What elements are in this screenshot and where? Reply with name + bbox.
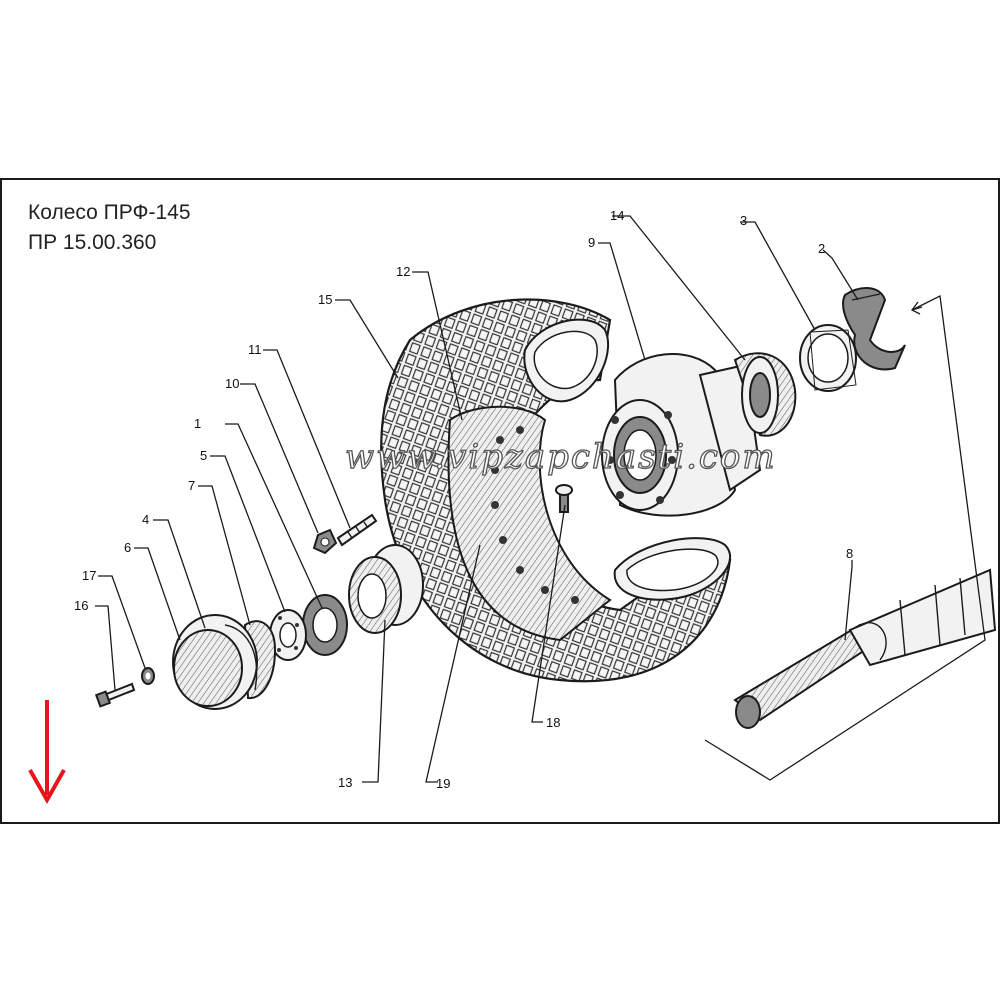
callout-10: 10: [225, 376, 239, 391]
leader-lines: [95, 215, 859, 783]
callout-1: 1: [194, 416, 201, 431]
callout-2: 2: [818, 241, 825, 256]
nut-part-10: [312, 528, 338, 555]
callout-4: 4: [142, 512, 149, 527]
flange-part-1: [302, 594, 348, 656]
callout-5: 5: [200, 448, 207, 463]
washer-part-5: [269, 609, 307, 661]
callout-14: 14: [610, 208, 624, 223]
bolt-part-16: [94, 682, 136, 708]
drawing-title: Колесо ПРФ-145 ПР 15.00.360: [28, 198, 191, 258]
callout-labels: 1 2 3 4 5 6 7 8 9 10 11 12 13 14 15 16 1…: [74, 208, 853, 791]
callout-3: 3: [740, 213, 747, 228]
callout-19: 19: [436, 776, 450, 791]
title-line-1: Колесо ПРФ-145: [28, 201, 191, 224]
callout-8: 8: [846, 546, 853, 561]
hub-cap-part-4: [172, 614, 277, 710]
callout-9: 9: [588, 235, 595, 250]
assembly-bracket: [704, 295, 986, 781]
tire-part-15: [380, 298, 732, 683]
bearing-ring-part-3: [799, 324, 857, 392]
axle-shaft-part-8: [733, 568, 997, 729]
callout-11: 11: [248, 342, 262, 357]
callout-18: 18: [546, 715, 560, 730]
callout-7: 7: [188, 478, 195, 493]
callout-12: 12: [396, 264, 410, 279]
callout-15: 15: [318, 292, 332, 307]
callout-13: 13: [338, 775, 352, 790]
callout-6: 6: [124, 540, 131, 555]
watermark-text: www.vipzapchasti.com: [345, 437, 777, 477]
callout-17: 17: [82, 568, 96, 583]
bearing-part-14: [733, 352, 797, 437]
callout-16: 16: [74, 598, 88, 613]
stud-part-11: [336, 513, 378, 547]
tapered-bearing-part-13: [348, 544, 424, 634]
down-arrow-icon: [28, 700, 66, 805]
title-line-2: ПР 15.00.360: [28, 231, 157, 254]
washer-part-17: [141, 667, 155, 685]
hub-part-9: [601, 353, 762, 517]
